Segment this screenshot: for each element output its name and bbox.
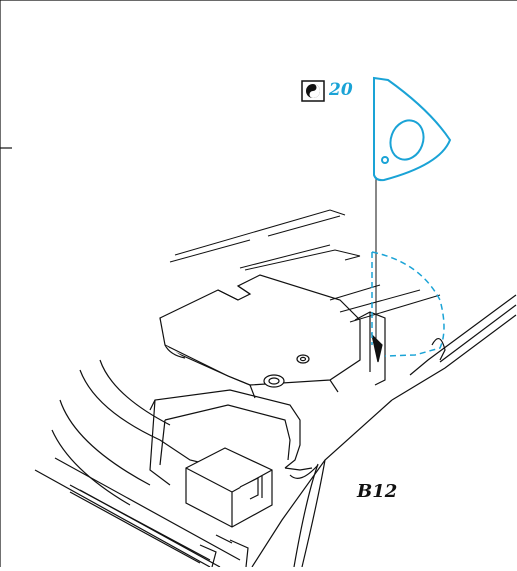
- part-number-label: 20: [329, 80, 353, 100]
- step-label: B12: [357, 481, 398, 502]
- side-plate: [251, 294, 517, 568]
- tray-cavity: [51, 359, 313, 506]
- bottom-rails: [34, 457, 249, 568]
- mounting-block: [159, 274, 361, 399]
- screw-holes: [263, 354, 310, 388]
- part-slot: [354, 311, 446, 386]
- part-20-cam: [373, 76, 452, 182]
- rotation-arc-dashed: [371, 251, 445, 357]
- rear-rail: [169, 209, 441, 323]
- clip-part: [185, 447, 273, 528]
- part-shape-icon: [301, 80, 325, 102]
